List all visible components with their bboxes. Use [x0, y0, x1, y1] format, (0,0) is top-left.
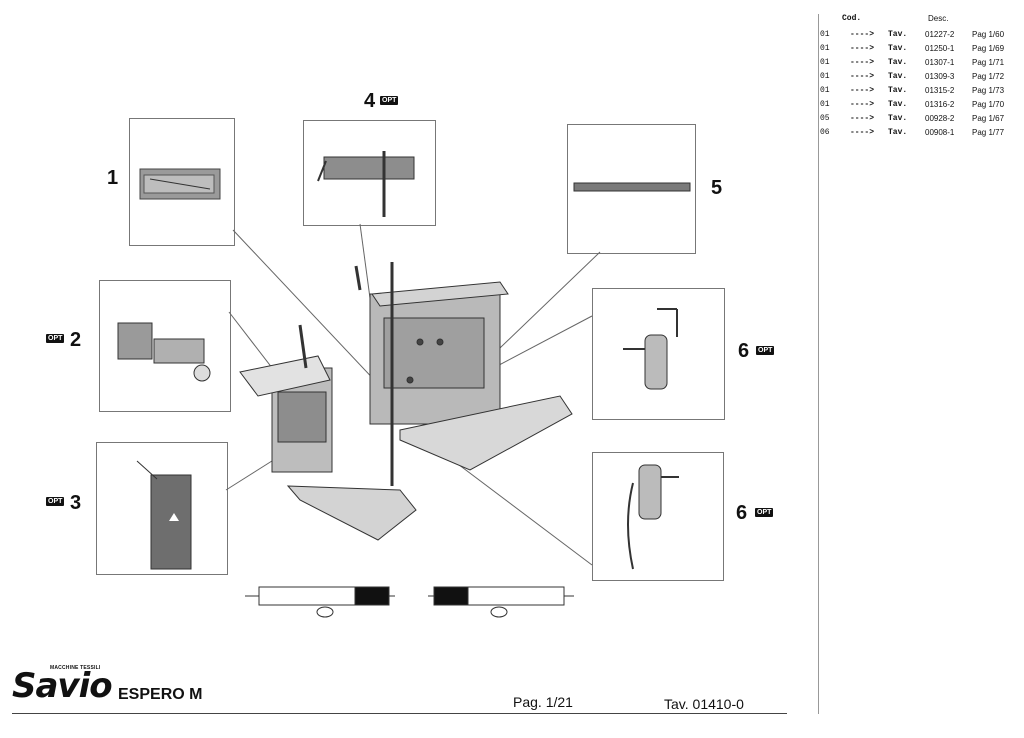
table-row: 01 ----> Tav. 01316-2 Pag 1/70	[812, 100, 1022, 113]
callout-number-5: 5	[711, 177, 723, 199]
callout-box-5	[567, 124, 696, 254]
part-1-drawing	[139, 168, 221, 200]
header-desc: Desc.	[928, 14, 949, 23]
row-ref-number: 01227-2	[925, 30, 955, 39]
row-tav: Tav.	[888, 86, 908, 95]
row-page: Pag 1/60	[972, 30, 1005, 39]
row-page: Pag 1/72	[972, 72, 1005, 81]
table-row: 01 ----> Tav. 01227-2 Pag 1/60	[812, 30, 1022, 43]
row-tav: Tav.	[888, 100, 908, 109]
row-ref-number: 01250-1	[925, 44, 955, 53]
part-4-drawing	[317, 151, 415, 217]
row-tav: Tav.	[888, 58, 908, 67]
table-row: 01 ----> Tav. 01309-3 Pag 1/72	[812, 72, 1022, 85]
row-tav: Tav.	[888, 114, 908, 123]
page-divider	[818, 14, 819, 714]
table-row: 01 ----> Tav. 01307-1 Pag 1/71	[812, 58, 1022, 71]
header-cod: Cod.	[842, 14, 862, 23]
part-6b-drawing	[627, 464, 679, 570]
table-row: 01 ----> Tav. 01250-1 Pag 1/69	[812, 44, 1022, 57]
machine-drawing	[225, 223, 601, 618]
part-2-drawing	[117, 322, 211, 382]
callout-box-6a	[592, 288, 725, 420]
callout-number-6b: 6	[736, 502, 748, 524]
opt-badge-6a: OPT	[756, 346, 775, 355]
part-5-drawing	[573, 182, 691, 192]
callout-box-6b	[592, 452, 724, 581]
row-arrow: ---->	[850, 128, 875, 137]
row-arrow: ---->	[850, 100, 875, 109]
callout-box-3	[96, 442, 228, 575]
row-arrow: ---->	[850, 58, 875, 67]
row-cod: 01	[820, 72, 830, 81]
row-ref-number: 01307-1	[925, 58, 955, 67]
row-ref-number: 00908-1	[925, 128, 955, 137]
row-cod: 06	[820, 128, 830, 137]
row-cod: 01	[820, 58, 830, 67]
opt-badge-3: OPT	[46, 497, 65, 506]
row-ref-number: 01315-2	[925, 86, 955, 95]
part-3-drawing	[136, 460, 192, 570]
opt-badge-6b: OPT	[755, 508, 774, 517]
row-cod: 01	[820, 30, 830, 39]
row-page: Pag 1/67	[972, 114, 1005, 123]
table-row: 05 ----> Tav. 00928-2 Pag 1/67	[812, 114, 1022, 127]
row-arrow: ---->	[850, 44, 875, 53]
callout-box-2	[99, 280, 231, 412]
brand-logo: Savio	[12, 666, 113, 706]
opt-badge-2: OPT	[46, 334, 65, 343]
row-cod: 01	[820, 100, 830, 109]
part-6a-drawing	[623, 308, 678, 390]
row-arrow: ---->	[850, 114, 875, 123]
table-number: Tav. 01410-0	[664, 696, 744, 712]
row-tav: Tav.	[888, 44, 908, 53]
callout-number-2: 2	[70, 329, 82, 351]
row-page: Pag 1/73	[972, 86, 1005, 95]
row-cod: 05	[820, 114, 830, 123]
brand-tagline: MACCHINE TESSILI	[50, 665, 101, 671]
row-tav: Tav.	[888, 72, 908, 81]
table-row: 06 ----> Tav. 00908-1 Pag 1/77	[812, 128, 1022, 141]
row-page: Pag 1/69	[972, 44, 1005, 53]
callout-number-3: 3	[70, 492, 82, 514]
callout-box-4	[303, 120, 436, 226]
row-cod: 01	[820, 86, 830, 95]
row-arrow: ---->	[850, 86, 875, 95]
row-cod: 01	[820, 44, 830, 53]
row-ref-number: 01316-2	[925, 100, 955, 109]
footer-rule	[12, 713, 787, 714]
callout-number-6a: 6	[738, 340, 750, 362]
callout-number-4: 4	[364, 90, 376, 112]
callout-box-1	[129, 118, 235, 246]
page-number: Pag. 1/21	[513, 694, 573, 710]
row-tav: Tav.	[888, 30, 908, 39]
callout-number-1: 1	[107, 167, 119, 189]
table-row: 01 ----> Tav. 01315-2 Pag 1/73	[812, 86, 1022, 99]
row-ref-number: 00928-2	[925, 114, 955, 123]
row-page: Pag 1/77	[972, 128, 1005, 137]
row-page: Pag 1/70	[972, 100, 1005, 109]
row-tav: Tav.	[888, 128, 908, 137]
row-page: Pag 1/71	[972, 58, 1005, 67]
row-ref-number: 01309-3	[925, 72, 955, 81]
row-arrow: ---->	[850, 72, 875, 81]
model-name: ESPERO M	[118, 686, 203, 703]
opt-badge-4: OPT	[380, 96, 399, 105]
row-arrow: ---->	[850, 30, 875, 39]
